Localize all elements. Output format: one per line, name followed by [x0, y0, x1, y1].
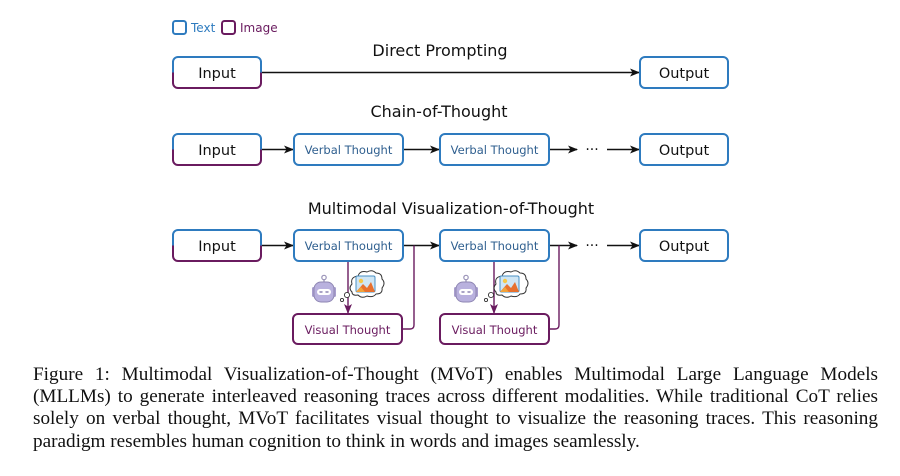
- mvot-visual-feedback-line-1: [403, 245, 415, 330]
- cot-input-box: Input: [172, 133, 262, 166]
- mvot-output-box: Output: [639, 229, 729, 262]
- legend-item-image: Image: [221, 20, 278, 35]
- mvot-visual-thought-1-label: Visual Thought: [305, 323, 391, 337]
- chain-of-thought-section: Chain-of-Thought Input Verbal Thought Ve…: [172, 102, 729, 166]
- dp-output-box: Output: [639, 56, 729, 89]
- cot-input-label: Input: [198, 143, 236, 159]
- cot-verbal-thought-2-label: Verbal Thought: [451, 143, 539, 157]
- mvot-visual-thought-2: Visual Thought: [439, 313, 550, 345]
- dp-output-label: Output: [659, 66, 710, 82]
- cot-output-box: Output: [639, 133, 729, 166]
- mvot-diagram: Text Image Direct Prompting Input Output…: [172, 20, 729, 345]
- thought-bubble-image-icon: [339, 270, 385, 303]
- cot-output-label: Output: [659, 143, 710, 159]
- caption-line-3: solely on verbal thought, MVoT facilitat…: [33, 408, 878, 430]
- cot-verbal-thought-2: Verbal Thought: [439, 133, 550, 166]
- mvot-output-label: Output: [659, 239, 710, 255]
- legend-item-text: Text: [172, 20, 216, 35]
- legend-swatch-image: [221, 20, 236, 35]
- direct-prompting-section: Direct Prompting Input Output: [172, 41, 729, 89]
- mvot-title: Multimodal Visualization-of-Thought: [308, 199, 594, 218]
- mvot-section: Multimodal Visualization-of-Thought Inpu…: [172, 199, 729, 345]
- cot-title: Chain-of-Thought: [370, 102, 507, 121]
- figure-caption: Figure 1: Multimodal Visualization-of-Th…: [33, 364, 878, 453]
- cot-verbal-thought-1: Verbal Thought: [293, 133, 404, 166]
- dp-input-box: Input: [172, 56, 262, 89]
- thought-bubble-image-icon: [483, 270, 529, 303]
- mvot-input-box: Input: [172, 229, 262, 262]
- legend-label-text: Text: [190, 21, 216, 35]
- mvot-visual-feedback-line-2: [550, 245, 560, 330]
- mvot-ellipsis: ···: [585, 238, 598, 254]
- caption-line-1: Figure 1: Multimodal Visualization-of-Th…: [33, 364, 878, 385]
- dp-input-label: Input: [198, 66, 236, 82]
- mvot-verbal-thought-2: Verbal Thought: [439, 229, 550, 262]
- legend-label-image: Image: [240, 21, 278, 35]
- mvot-input-label: Input: [198, 239, 236, 255]
- legend: Text Image: [172, 20, 278, 35]
- legend-swatch-text: [172, 20, 187, 35]
- robot-icon: [312, 274, 336, 303]
- robot-icon: [454, 274, 478, 303]
- caption-line-2: (MLLMs) to generate interleaved reasonin…: [33, 386, 878, 408]
- mvot-visual-thought-2-label: Visual Thought: [452, 323, 538, 337]
- mvot-verbal-thought-1-label: Verbal Thought: [305, 239, 393, 253]
- mvot-visual-thought-1: Visual Thought: [292, 313, 403, 345]
- mvot-verbal-thought-1: Verbal Thought: [293, 229, 404, 262]
- cot-ellipsis: ···: [585, 142, 598, 158]
- caption-line-4: paradigm resembles human cognition to th…: [33, 430, 640, 452]
- direct-prompting-title: Direct Prompting: [372, 41, 507, 60]
- cot-verbal-thought-1-label: Verbal Thought: [305, 143, 393, 157]
- mvot-verbal-thought-2-label: Verbal Thought: [451, 239, 539, 253]
